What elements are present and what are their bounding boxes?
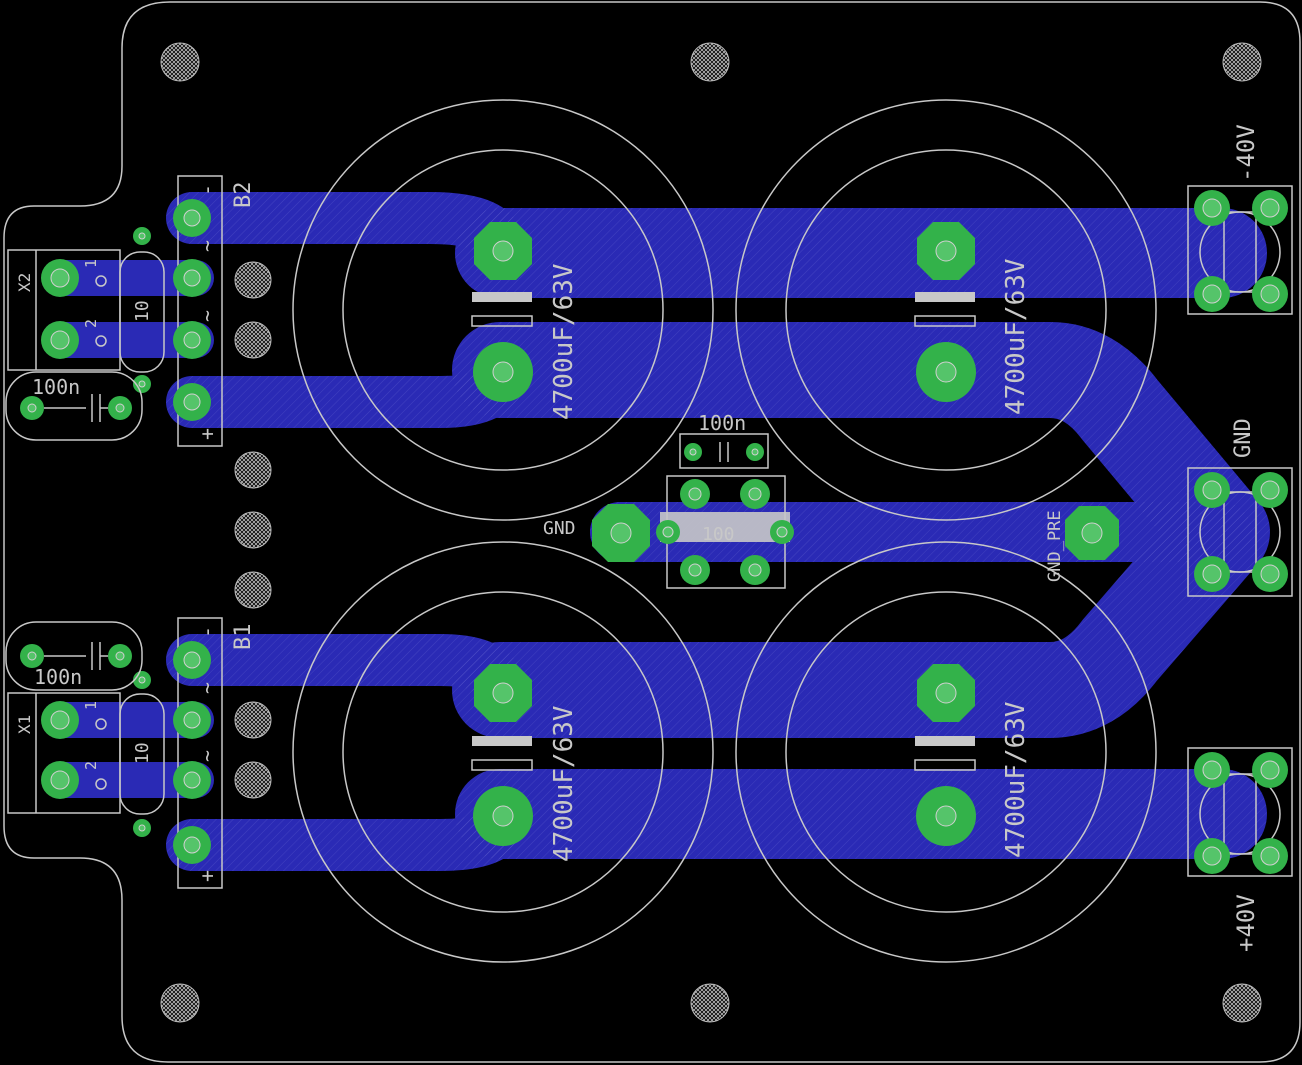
label-r-x2: 10: [132, 300, 153, 322]
label-c-100n-center: 100n: [698, 411, 746, 435]
connector-x1: [7, 692, 121, 814]
label-x2: X2: [15, 273, 34, 292]
terminal-gnd: [1187, 467, 1293, 597]
label-b2-plus: +: [195, 428, 219, 440]
label-x2-pin2: 2: [82, 319, 100, 328]
terminal-pos40v: [1187, 747, 1293, 877]
label-r-center: 100: [702, 524, 735, 545]
label-b1-ac1: ~: [195, 682, 219, 694]
label-x2-pin1: 1: [82, 259, 100, 268]
bridge-rectifier-b2: [173, 175, 223, 447]
label-b1-ac2: ~: [195, 750, 219, 762]
capacitor-pads: [473, 222, 976, 846]
label-b2-ac2: ~: [195, 310, 219, 322]
label-gnd-pre: GND_PRE: [1045, 510, 1065, 582]
label-c-100n-left-bottom: 100n: [34, 665, 82, 689]
label-b1: B1: [231, 624, 256, 651]
silkscreen-labels: 4700uF/63V 4700uF/63V 4700uF/63V 4700uF/…: [15, 124, 1260, 952]
label-c-100n-left-top: 100n: [32, 375, 80, 399]
label-x1-pin2: 2: [82, 761, 100, 770]
cap-100n-left-bottom: [5, 621, 143, 691]
label-pos40v: +40V: [1232, 894, 1260, 952]
capacitor-outlines: [292, 99, 1157, 963]
label-cap-bottom-left: 4700uF/63V: [549, 705, 579, 862]
label-r-x1: 10: [132, 742, 153, 764]
label-b1-minus: -: [195, 626, 219, 638]
resistor-x2-outline: [119, 227, 165, 393]
label-gnd-right: GND: [1231, 418, 1256, 458]
resistor-100-center: [656, 475, 794, 589]
terminal-neg40v: [1187, 185, 1293, 315]
label-gnd-left: GND: [543, 518, 576, 539]
label-cap-top-right: 4700uF/63V: [1001, 258, 1031, 415]
label-cap-bottom-right: 4700uF/63V: [1001, 701, 1031, 858]
cap-100n-left-top: [5, 371, 143, 441]
label-b2: B2: [231, 182, 256, 209]
mounting-holes: [160, 42, 1262, 1023]
label-x1: X1: [15, 715, 34, 734]
label-b2-ac1: ~: [195, 240, 219, 252]
label-x1-pin1: 1: [82, 701, 100, 710]
label-cap-top-left: 4700uF/63V: [549, 263, 579, 420]
bridge-rectifier-b1: [173, 617, 223, 889]
copper-trace-hatching: [166, 192, 1270, 871]
gnd-pad: [592, 504, 650, 562]
cap-100n-center: [679, 433, 769, 469]
connector-x2: [7, 249, 121, 371]
label-b2-minus: -: [195, 184, 219, 196]
capacitor-polarity-symbols: [471, 292, 976, 771]
gnd-pre-pad: [1065, 506, 1119, 560]
label-b1-plus: +: [195, 870, 219, 882]
board-outline: [3, 1, 1301, 1063]
label-neg40v: -40V: [1232, 124, 1260, 182]
